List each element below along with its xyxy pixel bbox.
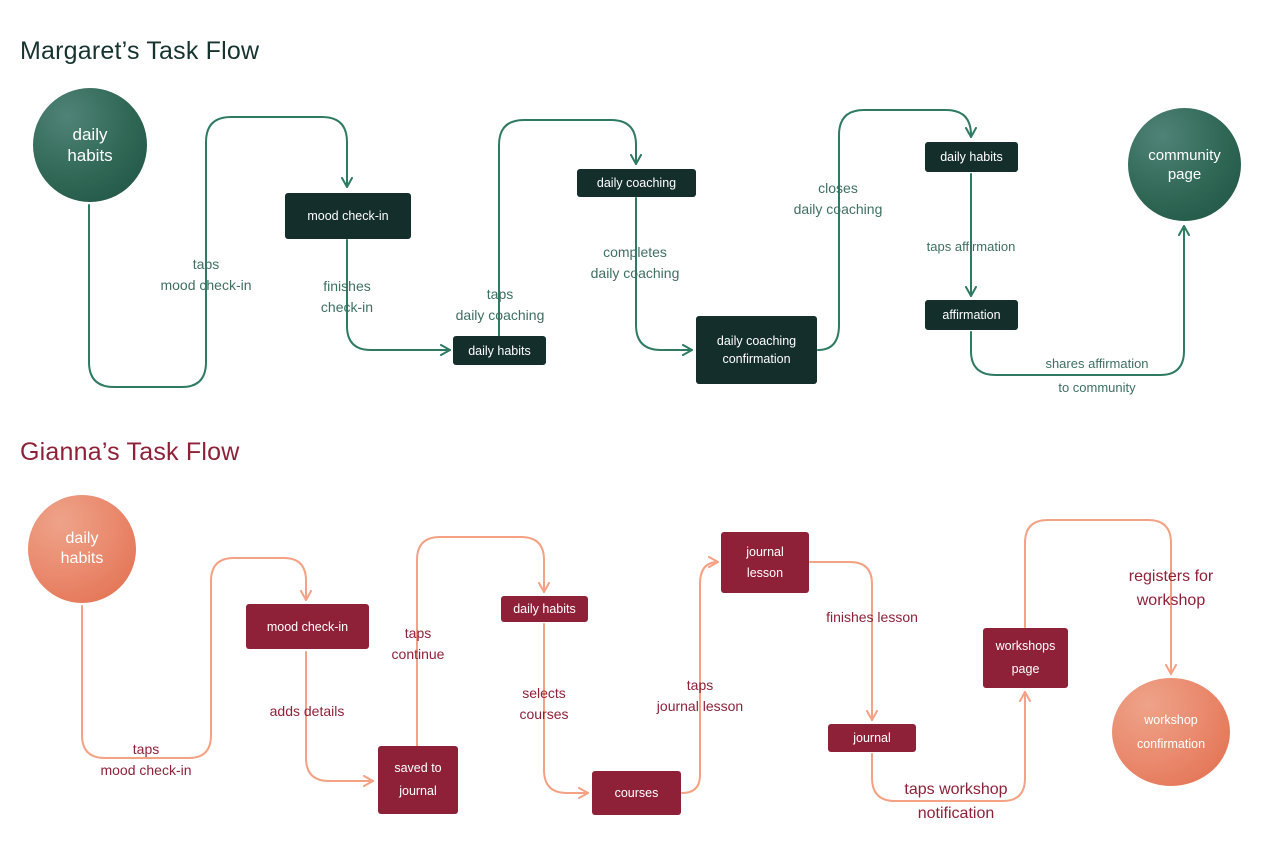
edge-habits-to-coaching bbox=[498, 119, 642, 337]
node-affirmation: affirmation bbox=[925, 300, 1018, 330]
node-courses: courses bbox=[592, 771, 681, 815]
label-taps-workshop-notification: taps workshop notification bbox=[904, 781, 1008, 822]
label-taps-mood-checkin: taps mood check-in bbox=[100, 741, 192, 778]
node-daily-coaching-confirmation: daily coaching confirmation bbox=[696, 316, 817, 384]
edge-courses-to-lesson bbox=[681, 556, 719, 794]
label-completes-daily-coaching: completes daily coaching bbox=[590, 244, 680, 281]
edge-journal-to-workshops bbox=[871, 691, 1031, 802]
edge-lesson-to-journal bbox=[809, 561, 878, 721]
label-finishes-checkin: finishes check-in bbox=[320, 278, 374, 315]
label-selects-courses: selects courses bbox=[519, 685, 569, 722]
edge-saved-to-habits bbox=[416, 536, 550, 747]
label-finishes-lesson: finishes lesson bbox=[826, 609, 918, 625]
gianna-start-daily-habits: daily habits bbox=[28, 495, 136, 603]
node-daily-habits: daily habits bbox=[925, 142, 1018, 172]
edge-start-to-mood bbox=[88, 116, 353, 388]
label-shares-affirmation: shares affirmation bbox=[1045, 356, 1149, 371]
edge-affirmation-to-community bbox=[970, 225, 1190, 376]
label-taps-mood-checkin: taps mood check-in bbox=[160, 256, 252, 293]
gianna-flow-title: Gianna’s Task Flow bbox=[20, 438, 240, 466]
label-to-community: to community bbox=[1058, 380, 1136, 395]
node-daily-coaching: daily coaching bbox=[577, 169, 696, 197]
end-label: community page bbox=[1148, 146, 1221, 183]
edge-workshops-to-confirmation bbox=[1024, 519, 1177, 675]
label-taps-journal-lesson: taps journal lesson bbox=[656, 677, 744, 714]
label-taps-affirmation: taps affirmation bbox=[926, 239, 1016, 254]
label-registers-for-workshop: registers for workshop bbox=[1128, 568, 1214, 609]
edge-mood-to-habits bbox=[346, 239, 451, 356]
node-journal: journal bbox=[828, 724, 916, 752]
node-daily-habits: daily habits bbox=[453, 336, 546, 365]
node-saved-to-journal: saved to journal bbox=[378, 746, 458, 814]
node-journal-lesson: journal lesson bbox=[721, 532, 809, 593]
label-closes-daily-coaching: closes daily coaching bbox=[793, 180, 883, 217]
start-label: daily habits bbox=[67, 125, 113, 165]
edge-coaching-to-confirmation bbox=[635, 197, 693, 356]
edge-confirmation-to-habits bbox=[817, 109, 977, 351]
edge-habits-to-courses bbox=[543, 623, 589, 799]
start-label: daily habits bbox=[60, 530, 104, 567]
margaret-end-community-page: community page bbox=[1128, 108, 1241, 221]
margaret-start-daily-habits: daily habits bbox=[33, 88, 147, 202]
node-daily-habits: daily habits bbox=[501, 596, 588, 622]
edge-start-to-mood bbox=[81, 557, 312, 759]
gianna-end-workshop-confirmation: workshop confirmation bbox=[1112, 678, 1230, 786]
label-taps-continue: taps continue bbox=[391, 625, 445, 662]
node-mood-checkin: mood check-in bbox=[246, 604, 369, 649]
margaret-flow-title: Margaret’s Task Flow bbox=[20, 37, 260, 65]
end-label: workshop confirmation bbox=[1136, 713, 1206, 751]
edge-mood-to-saved bbox=[305, 651, 374, 787]
label-taps-daily-coaching: taps daily coaching bbox=[455, 286, 545, 323]
node-mood-checkin: mood check-in bbox=[285, 193, 411, 239]
node-workshops-page: workshops page bbox=[983, 628, 1068, 688]
label-adds-details: adds details bbox=[269, 703, 345, 719]
